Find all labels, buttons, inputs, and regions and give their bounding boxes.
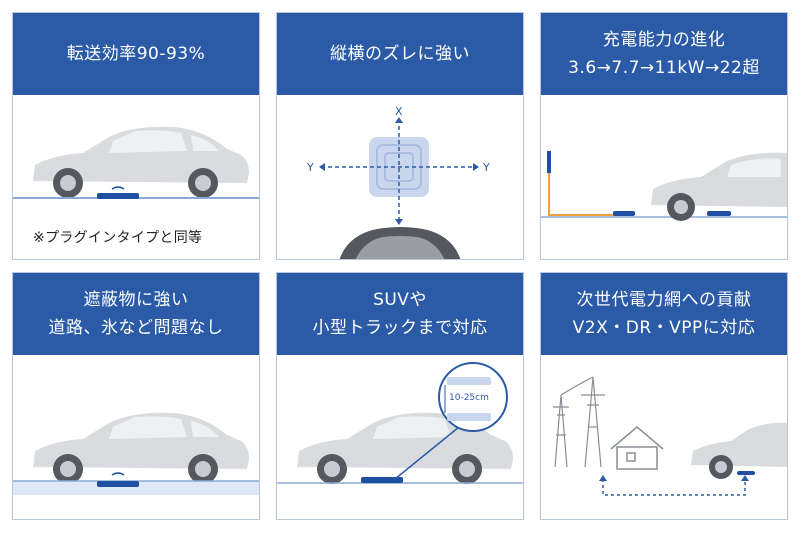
car-icon: [651, 152, 787, 221]
card-title-line: 遮蔽物に強い: [83, 290, 189, 310]
charging-pad-icon: [97, 472, 139, 487]
card-title-line: 道路、氷など問題なし: [48, 318, 224, 338]
card-illustration: X X Y Y: [277, 95, 523, 259]
wall-charger-icon: [547, 151, 551, 173]
card-title-line: 3.6→7.7→11kW→22超: [568, 58, 760, 78]
card-efficiency: 転送効率90-93% ※プラグインタイプと同等: [12, 12, 260, 260]
card-illustration: 10-25cm: [277, 355, 523, 519]
charging-pad-icon: [361, 477, 403, 483]
card-title-line: 転送効率90-93%: [66, 44, 206, 64]
card-illustration: [541, 95, 787, 259]
card-header: 充電能力の進化 3.6→7.7→11kW→22超: [541, 13, 787, 95]
zoom-line: [394, 426, 460, 480]
card-header: 遮蔽物に強い 道路、氷など問題なし: [13, 273, 259, 355]
charging-pad-icon: [737, 471, 755, 475]
card-title-line: SUVや: [373, 290, 427, 310]
axis-label-y-right: Y: [482, 161, 490, 174]
ice-layer: [13, 481, 259, 495]
magnifier-icon: [438, 362, 508, 432]
car-roof-icon: [339, 227, 461, 259]
car-icon: [691, 422, 787, 479]
efficiency-note: ※プラグインタイプと同等: [33, 230, 203, 246]
charging-pad-icon: [707, 211, 731, 216]
energy-flow-arrow: [602, 479, 746, 496]
card-suv-support: SUVや 小型トラックまで対応: [276, 272, 524, 520]
charging-pad-icon: [613, 211, 635, 216]
card-title-line: 縦横のズレに強い: [330, 44, 470, 64]
card-header: SUVや 小型トラックまで対応: [277, 273, 523, 355]
card-obstacles: 遮蔽物に強い 道路、氷など問題なし: [12, 272, 260, 520]
card-header: 転送効率90-93%: [13, 13, 259, 95]
card-header: 次世代電力網への貢献 V2X・DR・VPPに対応: [541, 273, 787, 355]
card-title-line: V2X・DR・VPPに対応: [572, 318, 756, 338]
card-power-grid: 次世代電力網への貢献 V2X・DR・VPPに対応: [540, 272, 788, 520]
card-illustration: [13, 355, 259, 519]
charging-pad-icon: [97, 186, 139, 199]
power-tower-icon: [553, 376, 605, 468]
card-misalignment: 縦横のズレに強い X X Y Y: [276, 12, 524, 260]
power-cable: [548, 173, 621, 216]
card-title-line: 小型トラックまで対応: [312, 318, 488, 338]
car-icon: [33, 412, 249, 484]
card-title-line: 充電能力の進化: [602, 30, 726, 50]
card-charging-power: 充電能力の進化 3.6→7.7→11kW→22超: [540, 12, 788, 260]
axis-label-x-top: X: [395, 105, 403, 118]
card-illustration: ※プラグインタイプと同等: [13, 95, 259, 259]
card-header: 縦横のズレに強い: [277, 13, 523, 95]
clearance-range-label: 10-25cm: [449, 393, 489, 403]
car-icon: [33, 126, 249, 198]
axis-label-y-left: Y: [306, 161, 314, 174]
card-illustration: [541, 355, 787, 519]
house-icon: [610, 426, 664, 470]
card-title-line: 次世代電力網への貢献: [576, 290, 752, 310]
